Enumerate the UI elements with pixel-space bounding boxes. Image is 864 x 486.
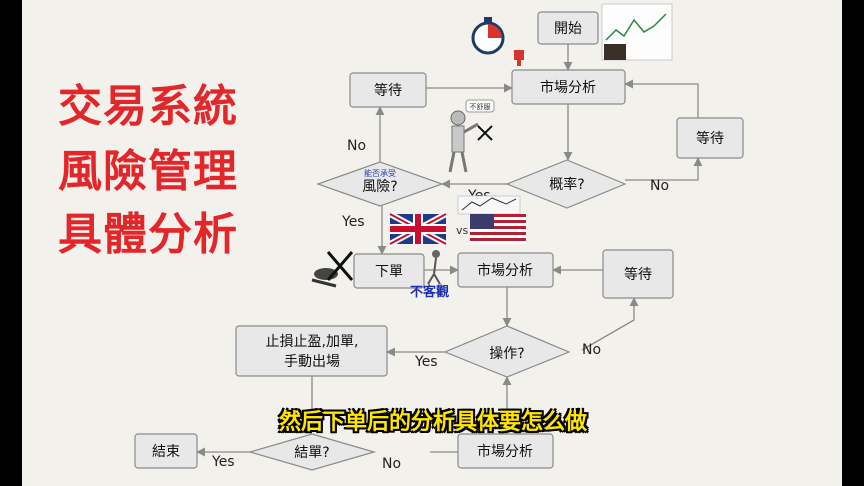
connectors xyxy=(196,44,703,457)
vs-label: vs xyxy=(456,224,469,237)
label-no-operate: No xyxy=(582,342,601,358)
start-box-label: 開始 xyxy=(554,21,582,37)
robot-figure-icon: 不舒服 xyxy=(448,99,495,173)
stopwatch-icon xyxy=(471,17,505,55)
thumbs-down-icon xyxy=(514,50,524,66)
market-analysis-box-2-label: 市場分析 xyxy=(477,262,533,279)
not-objective-label: 不客觀 xyxy=(410,284,449,300)
title-risk-management: 風險管理 xyxy=(58,146,238,197)
title-concrete-analysis: 具體分析 xyxy=(58,209,238,260)
label-yes-settle: Yes xyxy=(211,454,235,470)
market-analysis-box-label: 市場分析 xyxy=(540,79,596,96)
title-trading-system: 交易系統 xyxy=(58,81,238,132)
diamonds xyxy=(247,159,627,471)
manage-box-line: 手動出場 xyxy=(284,354,340,370)
risk-note: 能否承受 xyxy=(364,168,396,178)
label-yes-operate: Yes xyxy=(414,354,438,370)
end-box-label: 結束 xyxy=(152,444,180,460)
order-box-label: 下單 xyxy=(375,264,403,280)
trader-chart-thumbnail xyxy=(601,3,673,61)
robot-speech-text: 不舒服 xyxy=(470,102,491,111)
probability-decision-label: 概率? xyxy=(549,176,584,193)
wait-box-3-label: 等待 xyxy=(624,266,652,283)
subtitle-caption: 然后下单后的分析具体要怎么做 xyxy=(278,410,587,435)
uk-flag-icon xyxy=(388,211,448,247)
wait-box-label: 等待 xyxy=(374,82,402,99)
label-no-settle: No xyxy=(382,456,401,472)
operate-decision-label: 操作? xyxy=(489,346,524,362)
manage-box-line: 止損止盈,加單, xyxy=(266,334,359,350)
flowchart: 開始 市場分析 等待 等待 下單 市場分析 等待 結束 市場分析 止損止盈,加單… xyxy=(134,3,744,472)
market-analysis-box-3-label: 市場分析 xyxy=(477,443,533,460)
risk-decision-label: 風險? xyxy=(362,179,397,195)
wait-box-right-label: 等待 xyxy=(696,130,724,147)
us-flag-icon xyxy=(470,214,526,244)
mini-chart-icon xyxy=(457,195,521,215)
label-yes-risk: Yes xyxy=(341,214,365,230)
label-no-prob: No xyxy=(650,178,669,194)
boxes xyxy=(134,11,744,469)
label-no-risk: No xyxy=(347,138,366,154)
manage-box-label: 止損止盈,加單, 手動出場 xyxy=(266,334,359,370)
walking-person-icon xyxy=(427,250,441,285)
settle-decision-label: 結單? xyxy=(294,445,329,461)
fallen-person-icon xyxy=(311,251,354,288)
video-frame: 交易系統 風險管理 具體分析 xyxy=(22,0,842,486)
